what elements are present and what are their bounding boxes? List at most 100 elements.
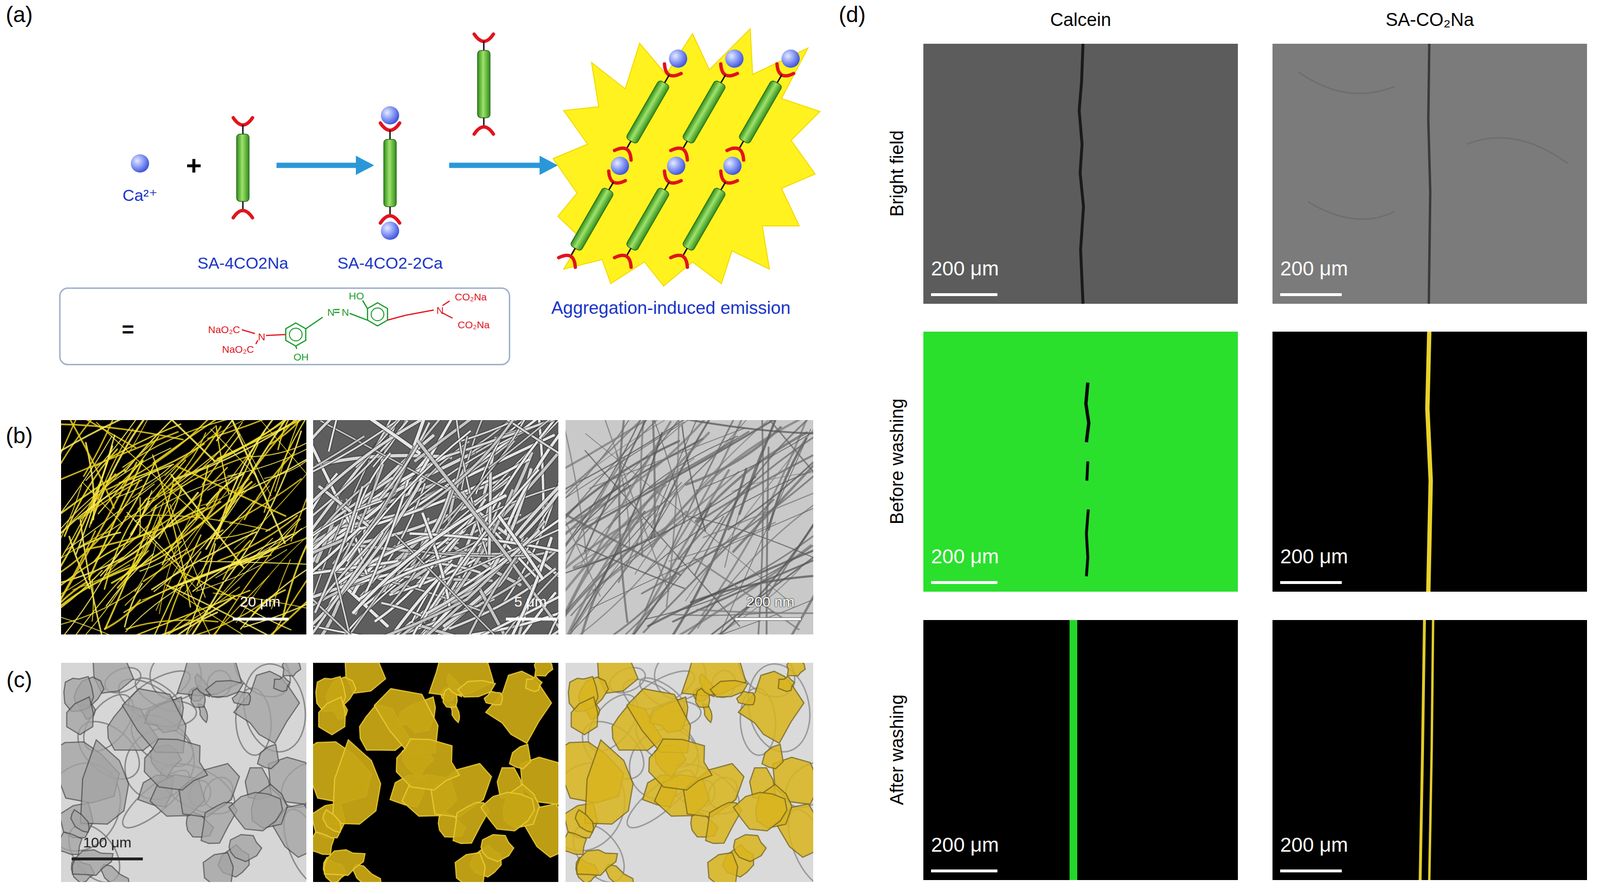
- scale-label: 200 μm: [1280, 833, 1349, 857]
- mineral-deposit: [324, 850, 366, 876]
- chem-label: CO₂Na: [457, 319, 491, 331]
- calcium-ion: [668, 49, 688, 68]
- fiber: [61, 432, 178, 486]
- fiber: [200, 561, 307, 565]
- scale-label: 200 μm: [931, 833, 999, 857]
- calcium-ion: [667, 156, 686, 176]
- molecule: [670, 171, 738, 268]
- mineral-deposit: [273, 676, 290, 693]
- fiber-network: [565, 420, 814, 635]
- fiber: [670, 420, 814, 434]
- mineral-deposit: [762, 744, 784, 770]
- fiber-shadow: [417, 441, 511, 560]
- scale-label: 200 μm: [931, 545, 999, 569]
- panel-label: (c): [6, 667, 33, 693]
- fiber: [92, 579, 94, 622]
- fiber: [619, 420, 638, 623]
- fiber: [139, 548, 188, 572]
- fiber: [61, 570, 102, 623]
- calcein-image: [923, 331, 1238, 593]
- panel-label: (a): [5, 1, 33, 28]
- tissue-pattern: [565, 663, 814, 883]
- row-label: After washing: [886, 694, 908, 806]
- fiber: [669, 612, 774, 616]
- scale-bar: [232, 617, 289, 621]
- mineral-deposit: [228, 793, 283, 832]
- fiber-shadow: [379, 423, 429, 500]
- fiber: [634, 420, 814, 575]
- mineral-deposit: [66, 697, 94, 736]
- fiber: [131, 491, 152, 536]
- column-header: SA-CO₂Na: [1385, 9, 1475, 31]
- fiber: [216, 420, 246, 441]
- scale-label: 20 μm: [239, 593, 281, 611]
- chemical-bond: [295, 346, 297, 350]
- scale-bar: [505, 617, 557, 621]
- fiber: [733, 423, 814, 553]
- chem-label: N: [327, 306, 335, 319]
- mineral-deposit: [584, 740, 633, 825]
- fiber: [177, 466, 286, 517]
- chemical-bond: [405, 310, 434, 316]
- fluorescence-image: [1272, 331, 1588, 593]
- ion-label: Ca²⁺: [122, 186, 158, 205]
- fiber: [116, 465, 172, 498]
- molecule: [614, 171, 682, 268]
- fiber: [762, 488, 814, 605]
- mineral-deposit: [707, 853, 738, 883]
- chem-label: N: [257, 331, 265, 343]
- mineral-deposit: [332, 740, 381, 825]
- fiber-shadow: [489, 420, 559, 468]
- fiber: [565, 477, 756, 580]
- scratch: [1079, 43, 1084, 304]
- mineral-deposit: [70, 810, 89, 833]
- benzene-ring: [285, 323, 306, 347]
- calcium-ion: [380, 221, 400, 240]
- molecule: [558, 171, 626, 268]
- calcium-ion: [130, 154, 150, 173]
- fiber-shadow: [315, 487, 363, 613]
- mineral-deposit: [733, 793, 787, 832]
- scratch: [1086, 461, 1089, 577]
- compound-label: SA-4CO2-2Ca: [337, 253, 443, 273]
- stained-scratch: [1420, 620, 1425, 881]
- chemical-bond: [241, 329, 255, 334]
- fiber: [282, 514, 307, 619]
- calcium-ion: [380, 106, 400, 125]
- fiber: [197, 444, 258, 586]
- fiber-shadow: [353, 496, 505, 614]
- fiber: [164, 420, 277, 477]
- mineral-deposit: [509, 744, 531, 770]
- molecule: [727, 63, 794, 161]
- fiber: [511, 454, 559, 541]
- texture: [1298, 72, 1568, 220]
- fiber: [89, 429, 133, 528]
- fiber: [378, 600, 467, 635]
- fiber: [565, 420, 589, 574]
- fluorescence-image: [1272, 620, 1588, 881]
- molecule: [380, 123, 400, 224]
- fiber-shadow: [489, 473, 491, 564]
- chem-label: HO: [348, 290, 365, 303]
- mineral-deposit: [648, 739, 712, 791]
- chemical-bond: [334, 312, 340, 314]
- fiber: [130, 420, 215, 461]
- mineral-deposit: [455, 853, 486, 883]
- scale-bar: [931, 293, 998, 297]
- fiber: [681, 425, 706, 531]
- mineral-deposit: [604, 865, 637, 883]
- fiber: [268, 420, 307, 446]
- mineral-deposit: [144, 739, 208, 791]
- fiber: [216, 501, 255, 540]
- mineral-deposit: [484, 691, 503, 706]
- chemical-bond: [362, 300, 368, 309]
- fiber: [61, 438, 158, 549]
- chemical-bond: [265, 334, 286, 336]
- fiber: [65, 420, 114, 509]
- fiber: [195, 465, 209, 520]
- mineral-deposit: [282, 663, 301, 677]
- fiber: [125, 527, 199, 606]
- mineral-deposit: [778, 676, 795, 693]
